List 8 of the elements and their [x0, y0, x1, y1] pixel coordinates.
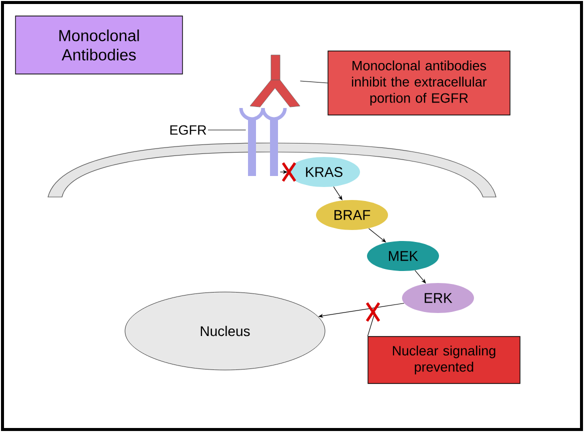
receptor-drawing: [239, 108, 287, 176]
leader-line: [300, 80, 328, 84]
antibody-drawing: [250, 54, 300, 108]
receptor-label: EGFR: [170, 125, 206, 135]
leader-line: [367, 312, 376, 336]
title-box: Monoclonal Antibodies: [15, 16, 183, 74]
callout-box: Nuclear signaling prevented: [368, 336, 520, 384]
callout-box: Monoclonal antibodies inhibit the extracellular portion of EGFR: [328, 50, 510, 116]
